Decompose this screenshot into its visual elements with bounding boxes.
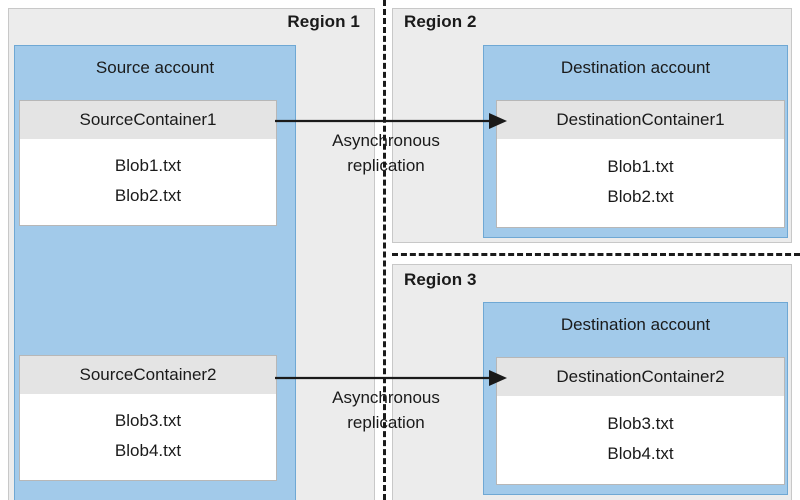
container-header-destinationcontainer1: DestinationContainer1 xyxy=(497,101,784,139)
region-label-region-3: Region 3 xyxy=(404,270,477,289)
region-divider-vertical xyxy=(383,0,386,500)
container-box-destinationcontainer2[interactable]: DestinationContainer2 Blob3.txt Blob4.tx… xyxy=(496,357,785,485)
region-label-region-2: Region 2 xyxy=(404,12,477,31)
account-title-destination-1: Destination account xyxy=(560,58,711,77)
container-box-destinationcontainer1[interactable]: DestinationContainer1 Blob1.txt Blob2.tx… xyxy=(496,100,785,228)
container-blob-list-destinationcontainer2: Blob3.txt Blob4.txt xyxy=(497,396,784,484)
replication-caption-2: Asynchronous replication xyxy=(288,385,484,435)
container-header-destinationcontainer2: DestinationContainer2 xyxy=(497,358,784,396)
blob-item: Blob1.txt xyxy=(607,157,674,176)
container-header-sourcecontainer1: SourceContainer1 xyxy=(20,101,276,139)
account-title-source: Source account xyxy=(95,58,215,77)
blob-item: Blob3.txt xyxy=(607,414,674,433)
replication-caption-1-line2: replication xyxy=(347,156,425,175)
container-blob-list-sourcecontainer2: Blob3.txt Blob4.txt xyxy=(20,394,276,480)
replication-arrow-2 xyxy=(275,370,507,386)
container-header-sourcecontainer2: SourceContainer2 xyxy=(20,356,276,394)
blob-item: Blob4.txt xyxy=(114,441,182,460)
container-box-sourcecontainer2[interactable]: SourceContainer2 Blob3.txt Blob4.txt xyxy=(19,355,277,481)
container-blob-list-sourcecontainer1: Blob1.txt Blob2.txt xyxy=(20,139,276,225)
replication-arrow-1 xyxy=(275,113,507,129)
container-blob-list-destinationcontainer1: Blob1.txt Blob2.txt xyxy=(497,139,784,227)
container-box-sourcecontainer1[interactable]: SourceContainer1 Blob1.txt Blob2.txt xyxy=(19,100,277,226)
region-label-region-1: Region 1 xyxy=(287,12,360,31)
blob-item: Blob1.txt xyxy=(114,156,182,175)
blob-item: Blob4.txt xyxy=(607,444,674,463)
blob-item: Blob3.txt xyxy=(114,411,182,430)
replication-caption-2-line1: Asynchronous xyxy=(332,388,440,407)
blob-item: Blob2.txt xyxy=(114,186,182,205)
replication-caption-1-line1: Asynchronous xyxy=(332,131,440,150)
replication-caption-1: Asynchronous replication xyxy=(288,128,484,178)
replication-caption-2-line2: replication xyxy=(347,413,425,432)
account-title-destination-2: Destination account xyxy=(560,315,711,334)
blob-item: Blob2.txt xyxy=(607,187,674,206)
region-divider-horizontal xyxy=(392,253,800,256)
